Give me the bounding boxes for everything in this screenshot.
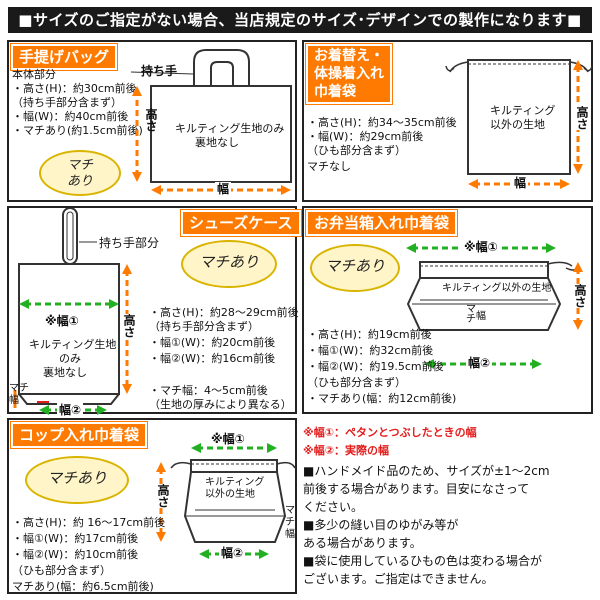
shoes-width1-label: ※幅① (45, 314, 79, 328)
tote-gusset-bubble-line-2: あり (66, 174, 93, 189)
tote-line-3: ・幅(W)：約40cm前後 (12, 110, 129, 123)
cup-line-4: （ひも部分含まず） (12, 564, 111, 577)
shoes-inner-line-3: 裏地なし (43, 366, 87, 379)
notes-width1-def: ※幅①：ペタンとつぶしたときの幅 (303, 426, 477, 439)
lunch-gusset-label-2: チ (466, 314, 476, 325)
lunch-gusset-label-1: マ (466, 304, 476, 315)
tote-title: 手提げバッグ (11, 44, 118, 70)
shoes-title: シューズケース (181, 210, 301, 236)
lunch-line-2: ・幅①(W)：約32cm前後 (307, 344, 434, 357)
lunch-height-label: 高さ (572, 284, 589, 308)
clothes-inner-line-2: 以外の生地 (490, 118, 545, 131)
panel-tote-bag: 手提げバッグ 本体部分 ・高さ(H)：約30cm前後 （持ち手部分含まず） ・幅… (7, 40, 297, 202)
notes-panel: ※幅①：ペタンとつぶしたときの幅 ※幅②：実際の幅 ■ハンドメイド品のため、サイ… (301, 418, 593, 594)
shoes-gusset-bubble: マチあり (181, 240, 277, 288)
tote-height-label: 高さ (144, 108, 158, 132)
clothes-line-2: ・幅(W)：約29cm前後 (307, 130, 424, 143)
shoes-height-label: 高さ (121, 314, 138, 338)
shoe-case-diagram (13, 208, 132, 415)
panel-shoe-case: シューズケース 持ち手部分 ※幅① 高さ キルティング生地 のみ 裏地なし マチ… (7, 206, 301, 417)
clothes-title-line-3: 巾着袋 (314, 84, 356, 100)
cup-gusset-label-1: マ (285, 505, 295, 516)
shoes-line-6: ・マチ幅：4～5cm前後 (149, 384, 268, 397)
notes-para-5: ある場合があります。 (303, 536, 422, 550)
lunch-title: お弁当箱入れ巾着袋 (306, 210, 458, 236)
cup-inner-line-2: 以外の生地 (205, 489, 255, 500)
notes-para-7: ございます。ご指定はできません。 (303, 572, 494, 586)
cup-line-5: マチあり(幅：約6.5cm前後) (12, 580, 154, 593)
lunch-line-4: （ひも部分含まず） (307, 376, 406, 389)
clothes-line-1: ・高さ(H)：約34～35cm前後 (307, 116, 457, 129)
panel-cup-bag: コップ入れ巾着袋 マチあり ※幅① キルティング 以外の生地 高さ マ チ 幅 … (7, 418, 297, 594)
lunch-gusset-bubble: マチあり (310, 244, 400, 292)
cup-gusset-label-2: チ (285, 517, 295, 528)
cup-height-label: 高さ (155, 484, 172, 508)
cup-width1-label: ※幅① (209, 432, 247, 446)
tote-width-label: 幅 (215, 182, 232, 196)
shoes-width2-label: 幅② (57, 403, 84, 417)
lunch-line-3: ・幅②(W)：約19.5cm前後 (307, 360, 444, 373)
cup-width2-label: 幅② (219, 546, 246, 560)
shoes-handle-label: 持ち手部分 (99, 236, 160, 250)
shoes-line-3: ・幅①(W)：約20cm前後 (149, 336, 276, 349)
clothes-title: お着替え・ 体操着入れ 巾着袋 (306, 44, 392, 104)
cup-inner-line-1: キルティング (205, 477, 265, 488)
shoes-inner-line-1: キルティング生地 (29, 338, 117, 351)
notes-para-2: 前後する場合があります。目安になさって (303, 482, 530, 496)
clothes-line-3: （ひも部分含まず） (307, 144, 406, 157)
clothes-inner-line-1: キルティング (490, 104, 556, 117)
clothes-height-label: 高さ (574, 106, 591, 130)
shoes-line-4: ・幅②(W)：約16cm前後 (149, 352, 276, 365)
notes-para-6: ■袋に使用しているひもの色は変わる場合が (303, 554, 542, 568)
notes-width2-def: ※幅②：実際の幅 (303, 444, 390, 457)
notes-para-4: ■多少の縫い目のゆがみ等が (303, 518, 459, 532)
lunch-line-1: ・高さ(H)：約19cm前後 (307, 328, 432, 341)
tote-line-4: ・マチあり(約1.5cm前後) (12, 124, 143, 137)
panel-clothes-bag: お着替え・ 体操着入れ 巾着袋 ・高さ(H)：約34～35cm前後 ・幅(W)：… (302, 40, 593, 202)
cup-line-1: ・高さ(H)：約 16～17cm前後 (12, 516, 166, 529)
clothes-bag-diagram (445, 59, 593, 189)
clothes-line-4: マチなし (307, 160, 351, 173)
cup-line-2: ・幅①(W)：約17cm前後 (12, 532, 139, 545)
cup-gusset-label-3: 幅 (285, 529, 295, 540)
lunch-width1-label: ※幅① (462, 240, 500, 254)
panel-lunch-bag: お弁当箱入れ巾着袋 マチあり ※幅① キルティング以外の生地 マ チ 幅 幅② … (302, 206, 593, 414)
lunch-gusset-label-3: 幅 (476, 311, 486, 322)
top-banner: ■サイズのご指定がない場合、当店規定のサイズ･デザインでの製作になります■ (8, 7, 592, 33)
shoes-line-2: （持ち手部分含まず） (149, 320, 259, 333)
cup-title: コップ入れ巾着袋 (11, 422, 148, 448)
shoes-line-7: （生地の厚みにより異なる） (149, 398, 292, 411)
tote-gusset-bubble: マチ あり (39, 150, 121, 196)
tote-gusset-bubble-line-1: マチ (66, 158, 93, 173)
notes-para-1: ■ハンドメイド品のため、サイズが±1～2cm (303, 464, 550, 478)
tote-line-1: ・高さ(H)：約30cm前後 (12, 82, 137, 95)
tote-line-2: （持ち手部分含まず） (12, 96, 122, 109)
cup-line-3: ・幅②(W)：約10cm前後 (12, 548, 139, 561)
shoes-line-1: ・高さ(H)：約28～29cm前後 (149, 306, 299, 319)
clothes-width-label: 幅 (512, 176, 529, 190)
shoes-gusset-label-2: 幅 (9, 395, 19, 406)
clothes-title-line-1: お着替え・ (314, 48, 384, 64)
tote-handle-label: 持ち手 (141, 64, 178, 78)
lunch-width2-label: 幅② (466, 356, 493, 370)
cup-bag-diagram (156, 443, 296, 559)
clothes-title-line-2: 体操着入れ (314, 66, 384, 82)
tote-section-label: 本体部分 (12, 68, 56, 81)
shoes-gusset-label-1: マチ (9, 383, 29, 394)
tote-bag-diagram (130, 49, 292, 195)
lunch-line-5: ・マチあり(幅：約12cm前後) (307, 392, 457, 405)
notes-para-3: ください。 (303, 500, 364, 514)
cup-gusset-bubble: マチあり (25, 456, 129, 504)
tote-inner-line-2: 裏地なし (195, 136, 239, 149)
tote-inner-line-1: キルティング生地のみ (175, 122, 285, 135)
shoes-inner-line-2: のみ (59, 352, 81, 365)
lunch-inner-label: キルティング以外の生地 (442, 283, 552, 294)
